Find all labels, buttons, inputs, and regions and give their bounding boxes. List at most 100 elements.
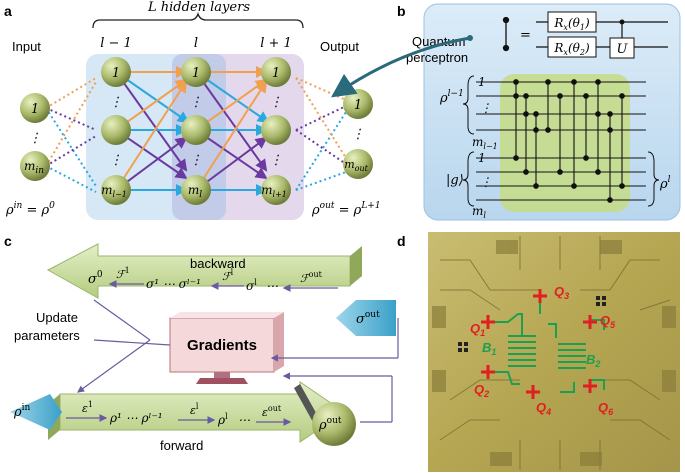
rx-gate-1	[547, 11, 597, 33]
u-gate-label: U	[617, 42, 629, 57]
Fout: ℱout	[300, 270, 323, 285]
rho-in-shape	[10, 394, 62, 430]
panel-c-letter: c	[4, 233, 12, 249]
panel-b: b Quantum perceptron = Rx(θ1) Rx(θ2) U	[397, 3, 681, 221]
node-cur-m	[181, 175, 211, 205]
qubits: Q1 Q2 Q3 Q4 Q5 Q6	[470, 284, 616, 417]
input-node-1-label: 1	[31, 102, 39, 117]
input-label: Input	[12, 39, 41, 54]
rho-in-equation: ρin = ρ0	[5, 201, 55, 218]
back-dots: ⋯	[266, 279, 278, 293]
node-prev-dots-1: ⋮	[110, 95, 123, 110]
fwd-dots: ⋯	[238, 413, 250, 427]
update-label-2: parameters	[14, 328, 80, 343]
qubit-5	[583, 315, 597, 329]
q1-label: Q1	[470, 321, 485, 338]
F1: ℱ1	[116, 266, 130, 281]
input-node-m-label: min	[24, 159, 44, 176]
b1-label: B1	[482, 340, 496, 357]
node-prev-m-label: ml−1	[101, 183, 127, 199]
rho-l: ρl	[217, 412, 228, 427]
b-m-prev: ml−1	[472, 135, 498, 151]
node-next-dots-1: ⋮	[270, 95, 283, 110]
epsl: εl	[190, 402, 199, 417]
b-one-top: 1	[478, 75, 486, 89]
node-next-dots-2: ⋮	[270, 153, 283, 168]
Fl: ℱl	[222, 268, 234, 283]
quantum-label-line1: Quantum	[412, 34, 465, 49]
node-cur-1	[181, 57, 211, 87]
node-next-1	[261, 57, 291, 87]
equals-sign: =	[520, 28, 531, 43]
q2-label: Q2	[474, 382, 489, 399]
fwd-chain: ρ¹ ⋯ ρˡ⁻¹	[109, 411, 163, 425]
node-cur-dots-1: ⋮	[190, 95, 203, 110]
chip-pads	[432, 240, 676, 466]
qubit-3	[533, 289, 547, 303]
rho-out-sphere	[312, 402, 356, 446]
panel-a-letter: a	[4, 3, 12, 19]
panel-b-letter: b	[397, 3, 406, 19]
output-node-m-label: mout	[344, 158, 368, 173]
qubit-4	[526, 385, 540, 399]
rho-out-label: ρout	[318, 416, 342, 433]
node-next-m	[261, 175, 291, 205]
node-cur-m-label: ml	[188, 183, 202, 200]
chip-photo	[428, 232, 680, 472]
panel-d: d	[397, 232, 680, 472]
input-node-dots: ⋮	[29, 131, 42, 146]
rx-gate-1-label: Rx(θ1)	[553, 16, 590, 32]
ket-g: |g⟩	[446, 173, 464, 188]
output-node-1-label: 1	[354, 98, 362, 113]
b-dots-bottom: ⋮	[480, 175, 492, 189]
node-next-1-label: 1	[272, 66, 280, 81]
node-cur-dots-2: ⋮	[190, 153, 203, 168]
perceptron-connector-arrow	[331, 36, 471, 98]
sigma0: σ0	[88, 270, 103, 287]
chip-markers	[458, 296, 606, 352]
b-one-bottom: 1	[478, 151, 486, 165]
panel-a: a L hidden layers Input Output l − 1 l l…	[4, 0, 381, 220]
rho-in-label: ρin	[13, 403, 31, 420]
hidden-nodes: 1 ⋮ ⋮ ml−1 1 ⋮ ⋮ ml 1 ⋮ ⋮ ml+1	[101, 57, 291, 205]
sigma-out-shape	[336, 300, 396, 336]
rho-prev-label: ρl−1	[439, 89, 464, 106]
update-lines	[77, 299, 399, 423]
panel-d-letter: d	[397, 233, 406, 249]
sigma-l: σl	[246, 278, 257, 293]
eps1: ε1	[82, 400, 93, 415]
node-prev-1	[101, 57, 131, 87]
q4-label: Q4	[536, 400, 551, 417]
eps-out: εout	[262, 404, 282, 419]
update-label-1: Update	[36, 310, 78, 325]
layer-prev-label: l − 1	[100, 36, 132, 51]
control-dot	[619, 19, 625, 25]
measurement-bar	[294, 384, 320, 424]
input-nodes: 1 ⋮ min	[20, 93, 50, 181]
sigma-out-label: σout	[356, 310, 380, 327]
b-dots-top: ⋮	[480, 101, 492, 115]
node-prev-dots-2: ⋮	[110, 153, 123, 168]
b2-label: B2	[586, 352, 600, 369]
hidden-layers-bracket	[92, 11, 304, 29]
back-chain: σ¹ ⋯ σˡ⁻¹	[146, 277, 201, 291]
forward-label: forward	[160, 438, 203, 453]
rx-gate-2-label: Rx(θ2)	[553, 41, 590, 57]
quantum-label-line2: perceptron	[406, 50, 468, 65]
qubit-6	[583, 379, 597, 393]
rx-gate-2	[547, 36, 597, 58]
node-next-m-label: ml+1	[261, 183, 287, 199]
qubit-1	[481, 315, 495, 329]
output-label: Output	[320, 39, 359, 54]
qubit-2	[481, 365, 495, 379]
node-cur-mid	[181, 115, 211, 145]
layer-circuit	[476, 81, 646, 201]
b-m-cur: ml	[472, 204, 486, 220]
q5-label: Q5	[600, 313, 616, 330]
q3-label: Q3	[554, 284, 569, 301]
hidden-layers-label: L hidden layers	[147, 0, 250, 15]
q6-label: Q6	[598, 400, 614, 417]
perceptron-gate-symbol	[502, 16, 510, 52]
